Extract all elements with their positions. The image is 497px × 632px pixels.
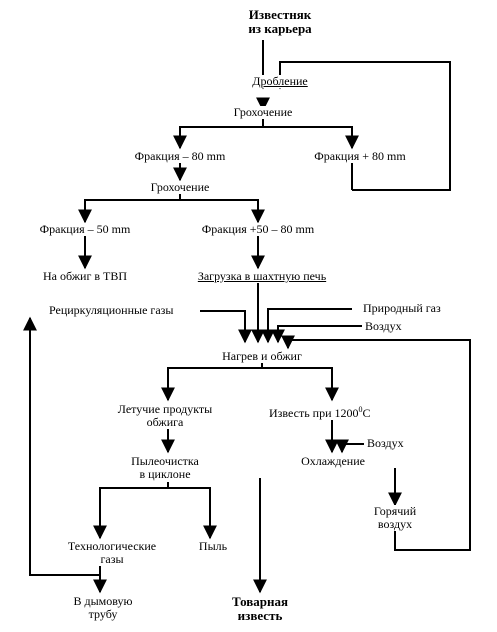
shaft-loading-label: Загрузка в шахтную печь (196, 269, 328, 283)
arrow-hotair-return (281, 335, 471, 551)
arrow-to-minus50 (78, 199, 180, 224)
volatile-label: Летучие продукты обжига (116, 402, 214, 429)
arrow-to-50-80 (180, 199, 265, 224)
limestone-label: Известняк из карьера (247, 7, 313, 36)
arrow-air1-heating (271, 325, 362, 344)
arrow-to-lime (262, 367, 339, 402)
fraction-minus50-label: Фракция – 50 mm (38, 222, 132, 236)
air-label-1: Воздух (364, 319, 403, 333)
fraction-plus80-label: Фракция + 80 mm (313, 149, 407, 163)
tech-gases-label: Технологические газы (66, 539, 158, 566)
arrow-air2-cooling (335, 439, 364, 454)
chimney-label: В дымовую трубу (72, 594, 134, 621)
arrow-recirc-heating (200, 310, 252, 344)
arrow-recirc-loop (23, 316, 100, 576)
arrow-oversize-return (273, 61, 451, 191)
natural-gas-label: Природный газ (362, 301, 442, 315)
cooling-label: Охлаждение (300, 454, 366, 468)
screening-label-2: Грохочение (149, 180, 211, 194)
heating-label: Нагрев и обжиг (221, 349, 303, 363)
recirc-gases-label: Рециркуляционные газы (48, 303, 175, 317)
dust-cleaning-label: Пылеочистка в циклоне (130, 454, 200, 481)
arrow-to-dust (168, 487, 217, 540)
arrow-to-techgases (93, 487, 168, 540)
fraction-50-80-label: Фракция +50 – 80 mm (200, 222, 316, 236)
arrow-natgas-heating (261, 308, 352, 344)
arrow-to-plus80 (263, 126, 359, 150)
air-label-2: Воздух (366, 436, 405, 450)
tvp-firing-label: На обжиг в ТВП (41, 269, 129, 283)
arrow-to-minus80 (173, 126, 263, 150)
hot-air-label: Горячий воздух (372, 504, 418, 531)
crushing-label: Дробление (251, 74, 309, 88)
dust-label: Пыль (197, 539, 229, 553)
arrow-to-volatile (161, 367, 262, 402)
screening-label-1: Грохочение (232, 105, 294, 119)
fraction-minus80-label: Фракция – 80 mm (133, 149, 227, 163)
product-label: Товарная известь (230, 594, 290, 623)
lime-1200-label: Известь при 12000С (268, 403, 372, 420)
